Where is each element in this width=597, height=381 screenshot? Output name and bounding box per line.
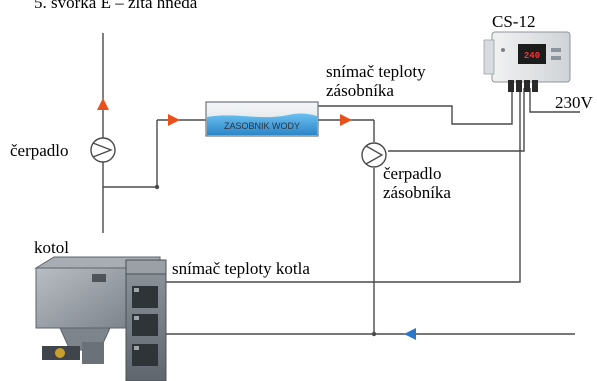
pipes [102,33,580,335]
sensor-tank-label: snímač teploty zásobníka [326,62,426,100]
pump-label: čerpadlo [10,141,69,160]
pump-tank-label: čerpadlo zásobníka [383,164,451,202]
boiler-label: kotol [34,238,69,257]
hopper-handle [92,274,106,282]
water-tank: ZASOBNIK WODY [205,101,319,137]
boiler [34,256,167,381]
sensor-boiler-wire [166,88,521,283]
sensor-tank-wire [318,88,513,125]
cable-gland [524,80,530,92]
sensor-boiler-label: snímač teploty kotla [172,259,310,278]
controller-led [501,48,505,52]
controller-cs12: 240 [483,31,571,92]
flow-right-arrow [168,114,180,126]
flow-up-arrow [97,98,109,110]
voltage-label: 230V [555,93,593,112]
pump-left [90,137,116,163]
flow-right-arrow [340,114,352,126]
power-wire [529,88,580,113]
pump-tank-wire [388,88,525,152]
return-left-arrow [404,328,416,340]
pump-tank [361,142,387,168]
display-value: 240 [524,51,540,61]
junction-dot [154,184,160,190]
cable-gland [516,80,522,92]
cable-gland [508,80,514,92]
junction-dot [371,331,377,337]
top-text: 5. svorka E – žltá hnedá [34,0,198,12]
burner-motor [55,348,65,358]
water-fill [207,113,317,135]
controller-model-label: CS-12 [492,12,536,31]
controller-display [518,44,546,64]
cable-gland [532,80,538,92]
tank-label: ZASOBNIK WODY [224,121,300,131]
